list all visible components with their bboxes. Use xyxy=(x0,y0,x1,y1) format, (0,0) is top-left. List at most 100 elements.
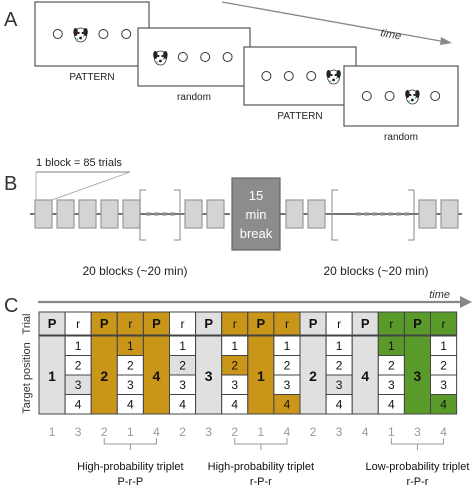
sequence-number: 1 xyxy=(258,425,265,439)
position-number: 2 xyxy=(284,359,291,373)
target-circle xyxy=(261,71,272,81)
block xyxy=(184,199,203,229)
panel-c: C time Trial Target position P11r12343P2… xyxy=(4,289,472,488)
bracket xyxy=(174,189,181,241)
position-number: 2 xyxy=(388,359,395,373)
block xyxy=(78,199,97,229)
sequence-number: 1 xyxy=(127,425,134,439)
block xyxy=(307,199,326,229)
triplet-name: Low-probability triplet xyxy=(365,461,469,473)
sequence-number: 1 xyxy=(388,425,395,439)
panel-c-label: C xyxy=(4,295,18,317)
position-number: 2 xyxy=(75,359,82,373)
position-number: 1 xyxy=(336,339,343,353)
pattern-target: 4 xyxy=(153,368,161,384)
trial-type-label: r xyxy=(128,317,132,331)
triplet-pattern: r-P-r xyxy=(406,476,428,488)
triplet-pattern: P-r-P xyxy=(118,476,144,488)
triplet-name: High-probability triplet xyxy=(208,461,314,473)
sequence-number: 1 xyxy=(49,425,56,439)
position-number: 3 xyxy=(127,378,134,392)
block xyxy=(285,199,304,229)
pattern-target: 2 xyxy=(309,368,317,384)
trial-type-label: r xyxy=(442,317,446,331)
trial-column-15: P33 xyxy=(403,311,431,439)
sequence-number: 3 xyxy=(75,425,82,439)
trial-column-9: P11 xyxy=(247,311,275,439)
trial-type-label: P xyxy=(204,316,213,331)
break-line-2: min xyxy=(246,207,267,222)
dalmatian-icon xyxy=(153,50,168,66)
position-number: 2 xyxy=(231,359,238,373)
position-number: 4 xyxy=(284,398,291,412)
screen-1: PATTERN xyxy=(34,1,150,83)
time-arrow-a xyxy=(221,1,447,43)
position-number: 4 xyxy=(336,398,343,412)
time-label-c: time xyxy=(429,289,450,301)
screen-label: PATTERN xyxy=(277,111,322,122)
position-number: 1 xyxy=(440,339,447,353)
trial-type-label: P xyxy=(413,316,422,331)
sequence-number: 4 xyxy=(362,425,369,439)
sequence-number: 4 xyxy=(153,425,160,439)
block xyxy=(206,199,225,229)
position-number: 4 xyxy=(231,398,238,412)
sequence-number: 2 xyxy=(310,425,317,439)
pattern-target: 1 xyxy=(48,368,56,384)
trial-type-label: r xyxy=(181,317,185,331)
sequence-number: 4 xyxy=(440,425,447,439)
trial-column-10: r 1 2 3 4 4 xyxy=(273,311,301,439)
sequence-number: 4 xyxy=(284,425,291,439)
dalmatian-icon xyxy=(326,69,341,85)
screen-label: random xyxy=(177,92,211,103)
position-number: 2 xyxy=(336,359,343,373)
position-number: 3 xyxy=(336,378,343,392)
break-box: 15 min break xyxy=(231,177,281,251)
position-number: 1 xyxy=(284,339,291,353)
sequence-number: 2 xyxy=(231,425,238,439)
position-number: 4 xyxy=(127,398,134,412)
trial-type-label: r xyxy=(76,317,80,331)
target-circle xyxy=(430,91,441,101)
bracket xyxy=(408,189,415,241)
trial-type-label: P xyxy=(48,316,57,331)
panel-a-label: A xyxy=(4,9,18,31)
screen-4: random xyxy=(343,65,459,143)
trial-type-label: r xyxy=(285,317,289,331)
target-circle xyxy=(200,52,211,62)
sequence-number: 3 xyxy=(205,425,212,439)
target-circle xyxy=(306,71,317,81)
position-number: 3 xyxy=(388,378,395,392)
pattern-target: 3 xyxy=(205,368,213,384)
position-number: 1 xyxy=(179,339,186,353)
position-number: 3 xyxy=(231,378,238,392)
position-number: 1 xyxy=(127,339,134,353)
position-number: 3 xyxy=(75,378,82,392)
trial-type-label: P xyxy=(152,316,161,331)
position-number: 3 xyxy=(179,378,186,392)
dalmatian-icon xyxy=(405,89,420,105)
block-note: 1 block = 85 trials xyxy=(36,157,122,169)
trial-column-7: P 3 3 xyxy=(195,311,223,439)
trial-type-label: P xyxy=(100,316,109,331)
position-number: 2 xyxy=(179,359,186,373)
target-circle xyxy=(361,91,372,101)
panel-b-label: B xyxy=(4,173,17,195)
break-line-1: 15 xyxy=(249,188,263,203)
trial-type-label: r xyxy=(233,317,237,331)
bracket xyxy=(331,189,338,241)
target-circle xyxy=(98,29,109,39)
triplet-pattern: r-P-r xyxy=(250,476,272,488)
block xyxy=(34,199,53,229)
position-number: 4 xyxy=(179,398,186,412)
bracket xyxy=(139,189,146,241)
position-number: 3 xyxy=(284,378,291,392)
right-duration: 20 blocks (~20 min) xyxy=(323,264,428,278)
